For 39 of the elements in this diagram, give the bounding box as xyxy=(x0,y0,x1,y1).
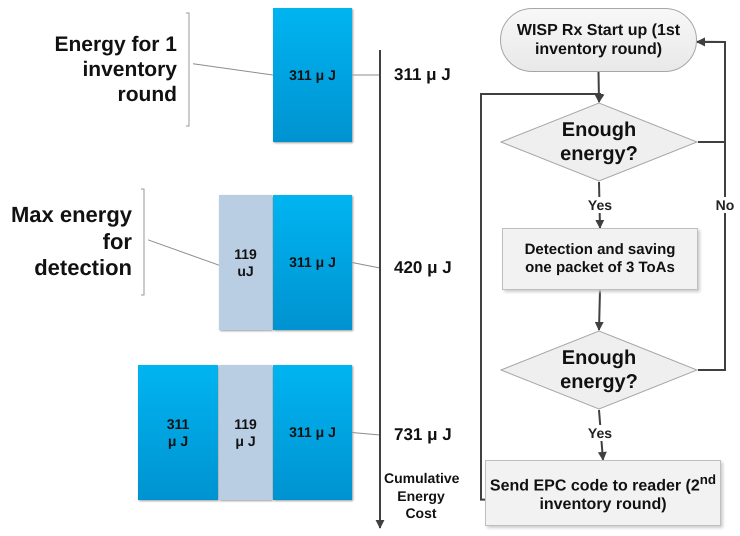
process-box xyxy=(485,460,721,526)
energy-value: 311 μ J xyxy=(289,66,336,84)
step-text: Detection and saving one packet of 3 ToAs xyxy=(524,241,676,277)
note-text: Energy for 1 inventory round xyxy=(53,32,177,108)
leader-line xyxy=(148,239,220,266)
step-text: Enough energy? xyxy=(559,118,639,166)
energy-value: 119 uJ xyxy=(233,246,258,280)
decision-diamond xyxy=(500,330,698,410)
energy-bar xyxy=(138,365,218,500)
arrow xyxy=(594,290,604,331)
step-text: Enough energy? xyxy=(559,346,639,394)
energy-value: 420 μ J xyxy=(394,258,452,278)
energy-value: 119 μ J xyxy=(233,416,258,450)
connector-line xyxy=(352,74,380,76)
step-text: WISP Rx Start up (1st inventory round) xyxy=(516,20,682,60)
energy-value: 311 μ J xyxy=(394,64,451,86)
energy-bar xyxy=(273,8,352,142)
edge-label: Yes xyxy=(586,425,614,441)
energy-bar xyxy=(219,365,272,500)
arrow xyxy=(594,72,604,103)
energy-bar xyxy=(273,195,352,330)
process-box xyxy=(502,228,698,290)
connector-line xyxy=(352,262,380,268)
connector-line xyxy=(352,432,380,436)
energy-value: 311 μ J xyxy=(289,254,336,271)
step-text: Send EPC code to reader (2$^{nd}$ inventory round) xyxy=(488,472,718,514)
note-text: Max energy for detection xyxy=(10,202,132,282)
axis-title: Cumulative Energy Cost xyxy=(384,470,458,522)
leader-line xyxy=(192,63,274,76)
energy-bar xyxy=(219,195,272,330)
arrow xyxy=(480,93,604,501)
energy-bar xyxy=(273,365,352,500)
energy-value: 311 μ J xyxy=(166,416,190,450)
decision-diamond xyxy=(500,102,698,182)
arrow xyxy=(696,37,726,371)
energy-value: 731 μ J xyxy=(394,424,452,446)
energy-value: 311 μ J xyxy=(289,424,336,441)
edge-label: Yes xyxy=(586,197,614,213)
edge-label: No xyxy=(714,197,736,213)
